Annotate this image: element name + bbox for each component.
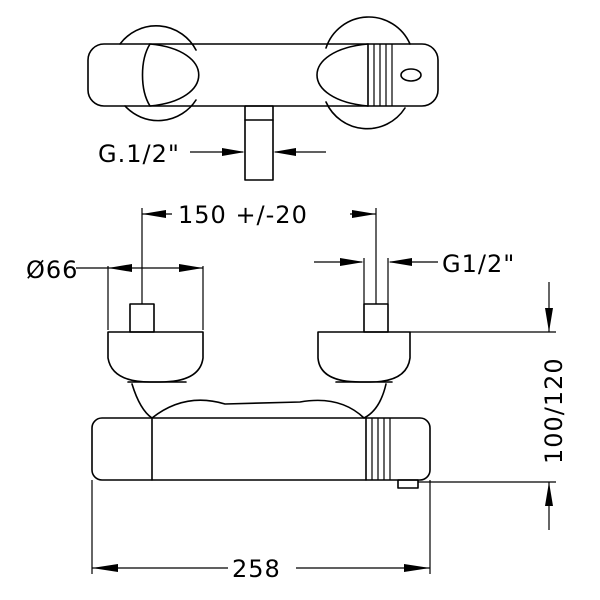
- top-view: G.1/2": [87, 16, 439, 181]
- right-connector-cup: [317, 331, 411, 383]
- top-knob-indicator: [400, 68, 422, 82]
- dim-center-label-bg: [172, 198, 350, 226]
- left-connector-cup: [107, 331, 204, 383]
- dim-center-label: 150 +/-20: [178, 201, 308, 229]
- dim-dia-label: Ø66: [26, 256, 78, 284]
- dim-center-arrow-left: [142, 210, 166, 218]
- top-left-handle: [141, 43, 200, 107]
- dim-center-arrow-right: [352, 210, 376, 218]
- dim-top-thread-arrow-right: [273, 148, 296, 156]
- dim-top-thread-label: G.1/2": [98, 140, 180, 168]
- dim-dia-arrow-right: [179, 264, 203, 272]
- dim-width-arrow-left: [92, 564, 118, 572]
- dim-width-arrow-right: [404, 564, 430, 572]
- top-outlet-pipe: [244, 105, 274, 181]
- front-view: 150 +/-20 Ø66 G1/2" 100/120 258: [26, 198, 568, 583]
- top-left-flange: [119, 25, 197, 122]
- mixer-body: [91, 417, 431, 481]
- dim-dia-arrow-left: [108, 264, 132, 272]
- dim-thread-arrow-left: [340, 258, 364, 266]
- dim-width-label: 258: [232, 555, 281, 583]
- dim-thread-arrow-right: [388, 258, 412, 266]
- dim-top-thread-arrow-left: [222, 148, 245, 156]
- left-connector-stub: [129, 303, 155, 333]
- body-outlet-nub: [397, 479, 419, 489]
- dim-height-label: 100/120: [540, 357, 568, 464]
- dim-width-label-bg: [228, 552, 296, 580]
- dim-height-arrow-bottom: [545, 482, 553, 506]
- top-right-flange: [325, 16, 411, 130]
- top-right-knob: [316, 43, 369, 107]
- dim-thread-label: G1/2": [442, 250, 515, 278]
- body-bridge: [131, 383, 387, 419]
- dim-height-arrow-top: [545, 308, 553, 332]
- right-connector-stub: [363, 303, 389, 333]
